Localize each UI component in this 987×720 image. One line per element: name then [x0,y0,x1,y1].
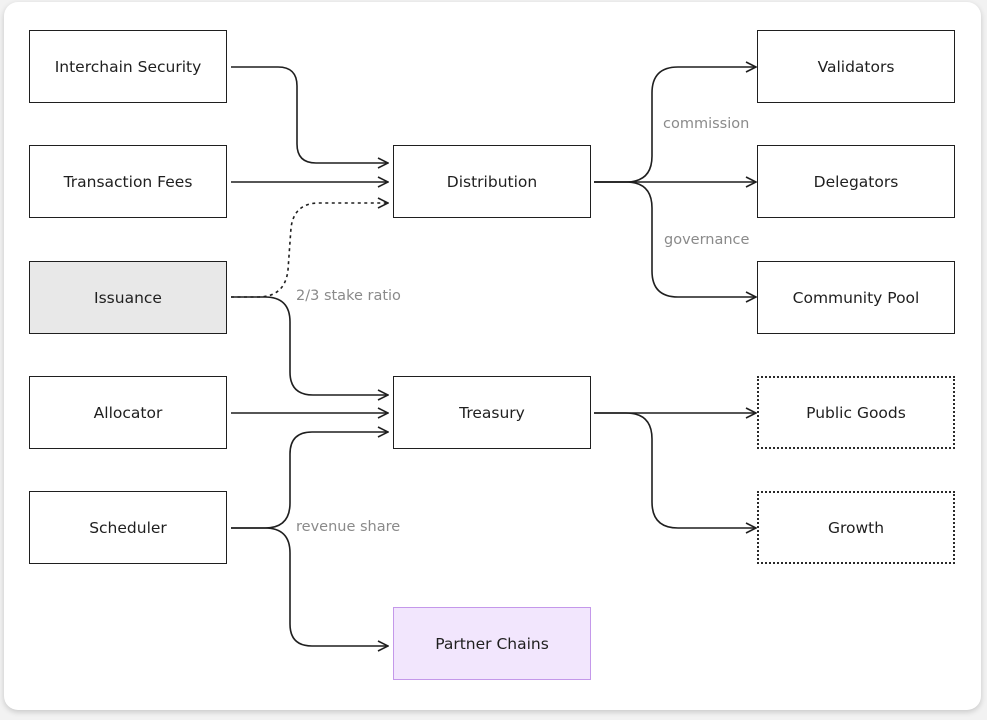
edge-scheduler-to-treasury [231,432,388,529]
edge-distribution-to-validators [594,67,756,183]
node-validators: Validators [757,30,955,103]
node-public-goods: Public Goods [757,376,955,449]
edge-label-revenue-share: revenue share [296,519,401,535]
edge-issuance-to-distribution [231,203,388,298]
edge-scheduler-to-partner [231,527,388,646]
node-scheduler: Scheduler [29,491,227,564]
node-growth-label: Growth [827,518,885,537]
node-validators-label: Validators [817,57,895,76]
node-partner-chains-label: Partner Chains [435,634,549,653]
node-interchain-security-label: Interchain Security [54,57,202,76]
edge-distribution-to-community [594,181,756,297]
node-issuance: Issuance [29,261,227,334]
node-treasury: Treasury [393,376,591,449]
node-delegators-label: Delegators [813,172,899,191]
edge-interchain-to-distribution [231,66,388,163]
edge-label-stake-ratio: 2/3 stake ratio [296,288,401,304]
node-growth: Growth [757,491,955,564]
node-community-pool: Community Pool [757,261,955,334]
diagram-card: Interchain Security Transaction Fees Iss… [4,2,981,710]
node-distribution: Distribution [393,145,591,218]
node-transaction-fees: Transaction Fees [29,145,227,218]
edge-label-governance: governance [664,232,750,248]
node-allocator: Allocator [29,376,227,449]
node-allocator-label: Allocator [93,403,163,422]
node-treasury-label: Treasury [459,403,525,422]
node-community-pool-label: Community Pool [792,288,920,307]
node-distribution-label: Distribution [446,172,538,191]
node-interchain-security: Interchain Security [29,30,227,103]
diagram-edges [231,2,981,710]
edge-issuance-to-treasury [231,296,388,395]
node-public-goods-label: Public Goods [806,403,906,422]
node-issuance-label: Issuance [94,288,162,307]
node-transaction-fees-label: Transaction Fees [63,172,193,191]
node-delegators: Delegators [757,145,955,218]
edge-treasury-to-growth [594,412,756,528]
node-partner-chains: Partner Chains [393,607,591,680]
edge-label-commission: commission [663,116,750,132]
node-scheduler-label: Scheduler [89,518,167,537]
